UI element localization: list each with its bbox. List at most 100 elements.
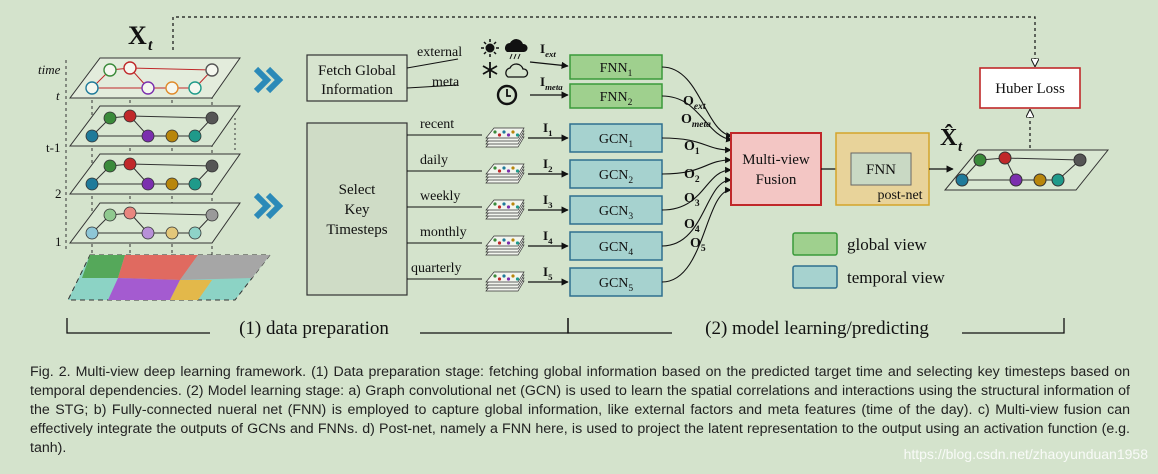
framework-diagram: time t t-1 2 1 X t Fetch Global Informat… (38, 16, 1110, 340)
gcn-box (569, 267, 663, 297)
stage-data-preparation: (1) data preparation (239, 318, 389, 339)
multiview-fusion-box: Multi-view Fusion (730, 132, 822, 206)
graph-node (123, 109, 137, 123)
fetch-global-box: Fetch Global Information (306, 54, 408, 102)
graph-layer (69, 105, 241, 147)
graph-node (205, 111, 219, 125)
time-tick-1: 1 (55, 234, 62, 249)
graph-node (973, 153, 987, 167)
sun-icon (481, 39, 499, 57)
cloud-icon (505, 63, 529, 78)
graph-node (955, 173, 969, 187)
branch-label-daily: daily (420, 153, 448, 168)
graph-node (123, 61, 137, 75)
input-label: I5 (543, 264, 553, 282)
input-label: X t (128, 21, 153, 54)
time-tick-2: 2 (55, 186, 62, 201)
postnet-box: FNN post-net (835, 132, 930, 206)
input-label: I4 (543, 228, 553, 246)
fnn-label: FNN2 (600, 90, 633, 108)
branch-label-external: external (417, 45, 462, 60)
output-label: O1 (684, 139, 700, 157)
graph-node (205, 208, 219, 222)
graph-node (103, 111, 117, 125)
graph-node (165, 177, 179, 191)
input-label: I3 (543, 192, 553, 210)
graph-node (188, 129, 202, 143)
svg-text:Fetch Global: Fetch Global (318, 63, 396, 79)
snowflake-icon (482, 62, 498, 78)
legend: global view temporal view (792, 232, 945, 289)
output-label: X̂ t (940, 124, 963, 155)
input-stack-icon (485, 271, 525, 292)
legend-item-1: global view (792, 232, 928, 256)
output-graph (943, 149, 1110, 191)
graph-node (998, 151, 1012, 165)
stage-model-learning: (2) model learning/predicting (705, 318, 929, 339)
branch-label-meta: meta (432, 75, 460, 90)
branch-label-quarterly: quarterly (411, 261, 462, 276)
postnet-fnn-label: FNN (866, 162, 896, 178)
graph-node (188, 226, 202, 240)
clock-icon (496, 84, 518, 106)
input-stack-icon (485, 163, 525, 184)
graph-layer (69, 153, 241, 195)
graph-node (188, 81, 202, 95)
graph-node (165, 81, 179, 95)
graph-node (141, 81, 155, 95)
branch-label-recent: recent (420, 117, 454, 132)
input-stack-icon (485, 199, 525, 220)
svg-text:Multi-view: Multi-view (742, 152, 810, 168)
graph-layer (69, 57, 241, 99)
gcn-label: GCN5 (599, 276, 634, 294)
time-tick-t: t (56, 88, 60, 103)
gcn-label: GCN1 (599, 132, 634, 150)
graph-node (141, 129, 155, 143)
graph-layer (69, 202, 241, 244)
graph-node (85, 81, 99, 95)
graph-node (205, 63, 219, 77)
watermark: https://blog.csdn.net/zhaoyunduan1958 (903, 446, 1148, 462)
gcn-box (569, 195, 663, 225)
figure-caption: Fig. 2. Multi-view deep learning framewo… (30, 364, 1130, 456)
graph-node (1009, 173, 1023, 187)
input-graph-stack (67, 57, 272, 301)
graph-node (1051, 173, 1065, 187)
legend-label: global view (847, 235, 928, 254)
graph-node (103, 208, 117, 222)
graph-node (85, 177, 99, 191)
graph-node (188, 177, 202, 191)
base-map (67, 254, 272, 301)
time-tick-t-1: t-1 (46, 140, 60, 155)
time-axis: time t t-1 2 1 (38, 60, 67, 250)
legend-swatch (792, 265, 838, 289)
time-axis-title: time (38, 62, 61, 77)
output-label: O3 (684, 191, 700, 209)
gcn-label: GCN2 (599, 168, 634, 186)
stage-label-bg (672, 318, 962, 340)
graph-node (85, 129, 99, 143)
graph-node (165, 129, 179, 143)
legend-label: temporal view (847, 268, 945, 287)
gcn-box (569, 123, 663, 153)
graph-node (205, 159, 219, 173)
svg-text:t: t (148, 37, 153, 54)
legend-item-2: temporal view (792, 265, 945, 289)
chevron-right-icon (265, 192, 284, 220)
output-label: Oext (683, 94, 706, 112)
graph-node (103, 63, 117, 77)
svg-text:Select: Select (339, 182, 376, 198)
graph-node (85, 226, 99, 240)
postnet-label: post-net (877, 188, 922, 203)
stage-label-bg (210, 318, 420, 340)
chevron-right-icon (253, 66, 272, 94)
svg-text:Huber Loss: Huber Loss (995, 81, 1065, 97)
